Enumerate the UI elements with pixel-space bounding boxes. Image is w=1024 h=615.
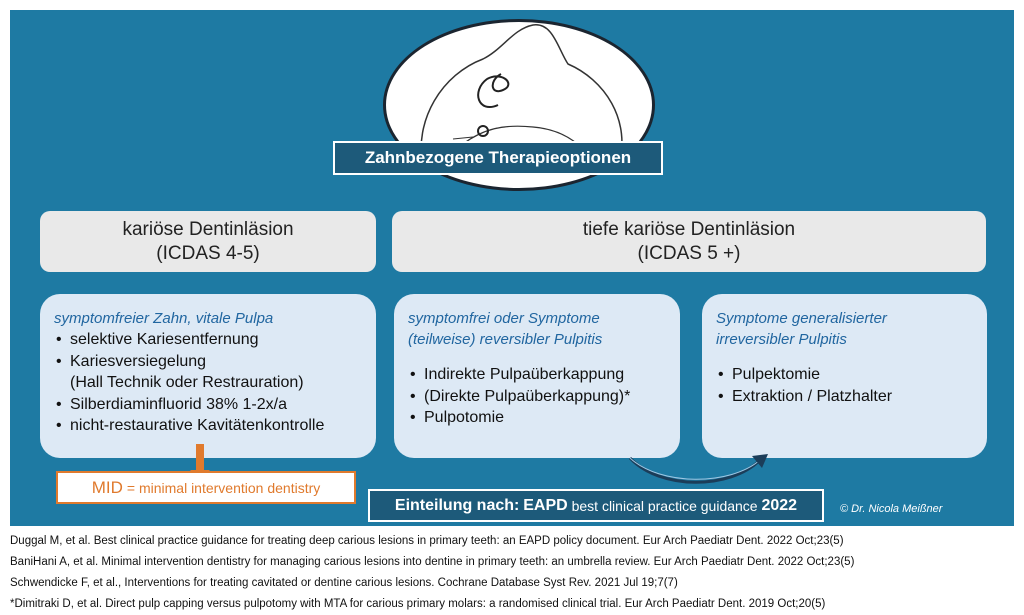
reference-item: *Dimitraki D, et al. Direct pulp capping…	[10, 594, 1020, 615]
card-irreversible-pulpitis: Symptome generalisierter irreversibler P…	[702, 294, 987, 458]
list-item: nicht-restaurative Kavitätenkontrolle	[70, 415, 362, 437]
curved-arrow-icon	[620, 450, 780, 490]
eapd-prefix: Einteilung nach:	[395, 497, 519, 515]
down-arrow-icon	[196, 444, 204, 472]
list-item: (Direkte Pulpaüberkappung)*	[424, 386, 666, 408]
list-item: selektive Kariesentfernung	[70, 329, 362, 351]
slide-title: Zahnbezogene Therapieoptionen	[333, 141, 663, 175]
list-item: Indirekte Pulpaüberkappung	[424, 364, 666, 386]
heading-carious-dentin-lesion: kariöse Dentinläsion (ICDAS 4-5)	[40, 211, 376, 272]
card-mid-title-line1: symptomfrei oder Symptome	[408, 308, 666, 329]
references-list: Duggal M, et al. Best clinical practice …	[10, 531, 1020, 615]
list-item: Kariesversiegelung	[70, 351, 362, 373]
list-item: Pulpotomie	[424, 407, 666, 429]
heading-right-line2: (ICDAS 5 +)	[392, 242, 986, 266]
card-mid-title-line2: (teilweise) reversibler Pulpitis	[408, 329, 666, 350]
card-reversible-pulpitis: symptomfrei oder Symptome (teilweise) re…	[394, 294, 680, 458]
list-item: (Hall Technik oder Restrauration)	[70, 372, 362, 394]
card-left-list: selektive Kariesentfernung Kariesversieg…	[54, 329, 362, 437]
card-vital-pulp: symptomfreier Zahn, vitale Pulpa selekti…	[40, 294, 376, 458]
card-right-title-line1: Symptome generalisierter	[716, 308, 973, 329]
list-item: Pulpektomie	[732, 364, 973, 386]
reference-item: Duggal M, et al. Best clinical practice …	[10, 531, 1020, 552]
reference-item: BaniHani A, et al. Minimal intervention …	[10, 552, 1020, 573]
heading-deep-carious-dentin-lesion: tiefe kariöse Dentinläsion (ICDAS 5 +)	[392, 211, 986, 272]
card-mid-list: Indirekte Pulpaüberkappung (Direkte Pulp…	[408, 364, 666, 429]
card-left-title: symptomfreier Zahn, vitale Pulpa	[54, 308, 362, 329]
list-item: Extraktion / Platzhalter	[732, 386, 973, 408]
mid-abbr: MID	[92, 478, 123, 498]
mid-text: = minimal intervention dentistry	[127, 480, 320, 496]
heading-left-line2: (ICDAS 4-5)	[40, 242, 376, 266]
reference-item: Schwendicke F, et al., Interventions for…	[10, 573, 1020, 594]
copyright-note: © Dr. Nicola Meißner	[840, 503, 942, 515]
eapd-org: EAPD	[523, 497, 567, 515]
mid-definition-box: MID = minimal intervention dentistry	[56, 471, 356, 504]
eapd-text: best clinical practice guidance	[572, 498, 758, 514]
list-item: Silberdiaminfluorid 38% 1-2x/a	[70, 394, 362, 416]
card-right-title-line2: irreversibler Pulpitis	[716, 329, 973, 350]
heading-left-line1: kariöse Dentinläsion	[40, 218, 376, 242]
heading-right-line1: tiefe kariöse Dentinläsion	[392, 218, 986, 242]
eapd-classification-box: Einteilung nach: EAPD best clinical prac…	[368, 489, 824, 522]
card-right-list: Pulpektomie Extraktion / Platzhalter	[716, 364, 973, 407]
eapd-year: 2022	[761, 497, 797, 515]
